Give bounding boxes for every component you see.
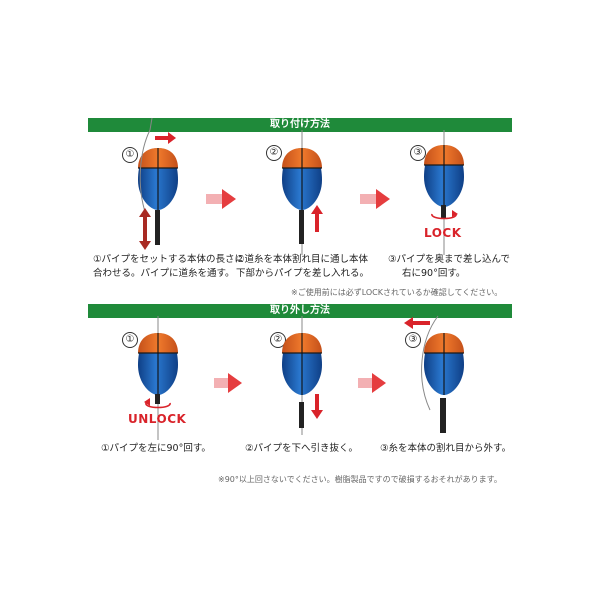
section-install-title: 取り付け方法: [270, 119, 330, 130]
remove-step-3-pipe: [440, 398, 446, 433]
section-remove-header: 取り外し方法: [88, 304, 512, 318]
remove-step-3-arrow-left-icon: [404, 317, 430, 329]
install-step-1-arrow-right-icon: [155, 132, 176, 144]
remove-step-3-float: [423, 332, 465, 396]
install-step-1-pipe: [155, 210, 160, 245]
remove-step-1-rotate-icon: [144, 398, 171, 409]
remove-transition-arrow-1-icon: [214, 373, 242, 393]
install-step-1-float: [137, 147, 179, 211]
remove-step-2-pipe: [299, 402, 304, 428]
section-remove-title: 取り外し方法: [270, 305, 330, 316]
remove-step-2-text: ②パイプを下へ引き抜く。: [245, 443, 359, 454]
install-step-1-number: ①: [122, 147, 138, 163]
section-install-header: 取り付け方法: [88, 118, 512, 132]
remove-step-1-pipe: [155, 394, 160, 404]
install-transition-arrow-1-icon: [206, 189, 236, 209]
install-step-3-text: ③パイプを奥まで差し込んで 右に90°回す。: [388, 254, 511, 279]
remove-step-3-line: [421, 315, 439, 411]
install-note: ※ご使用前には必ずLOCKされているか確認してください。: [291, 288, 503, 297]
install-step-1-text: ①パイプをセットする本体の長さに 合わせる。パイプに道糸を通す。: [93, 254, 245, 279]
install-step-2-arrow-up-icon: [311, 205, 323, 232]
remove-transition-arrow-2-icon: [358, 373, 386, 393]
install-step-1-line: [139, 129, 151, 216]
install-step-3-rotate-icon: [431, 210, 458, 220]
install-step-3-pipe: [441, 205, 446, 219]
remove-step-2-number: ②: [270, 332, 286, 348]
install-step-3-float: [423, 144, 465, 208]
install-step-1-arrow-updown-icon: [139, 208, 151, 250]
remove-note: ※90°以上回さないでください。樹脂製品ですので破損するおそれがあります。: [218, 475, 502, 484]
install-transition-arrow-2-icon: [360, 189, 390, 209]
lock-label: LOCK: [424, 226, 462, 240]
install-step-2-pipe: [299, 210, 304, 244]
install-step-2-number: ②: [266, 145, 282, 161]
remove-step-3-number: ③: [405, 332, 421, 348]
remove-step-2-arrow-down-icon: [311, 394, 323, 419]
install-step-1-line-top: [149, 117, 153, 131]
install-step-2-text: ②道糸を本体割れ目に通し本体 下部からパイプを差し入れる。: [236, 254, 370, 279]
remove-step-2-float: [281, 332, 323, 396]
remove-step-3-text: ③糸を本体の割れ目から外す。: [380, 443, 512, 454]
remove-step-1-number: ①: [122, 332, 138, 348]
install-step-2-float: [281, 147, 323, 211]
unlock-label: UNLOCK: [128, 412, 187, 426]
remove-step-1-text: ①パイプを左に90°回す。: [101, 443, 211, 454]
remove-step-1-float: [137, 332, 179, 396]
install-step-3-number: ③: [410, 145, 426, 161]
